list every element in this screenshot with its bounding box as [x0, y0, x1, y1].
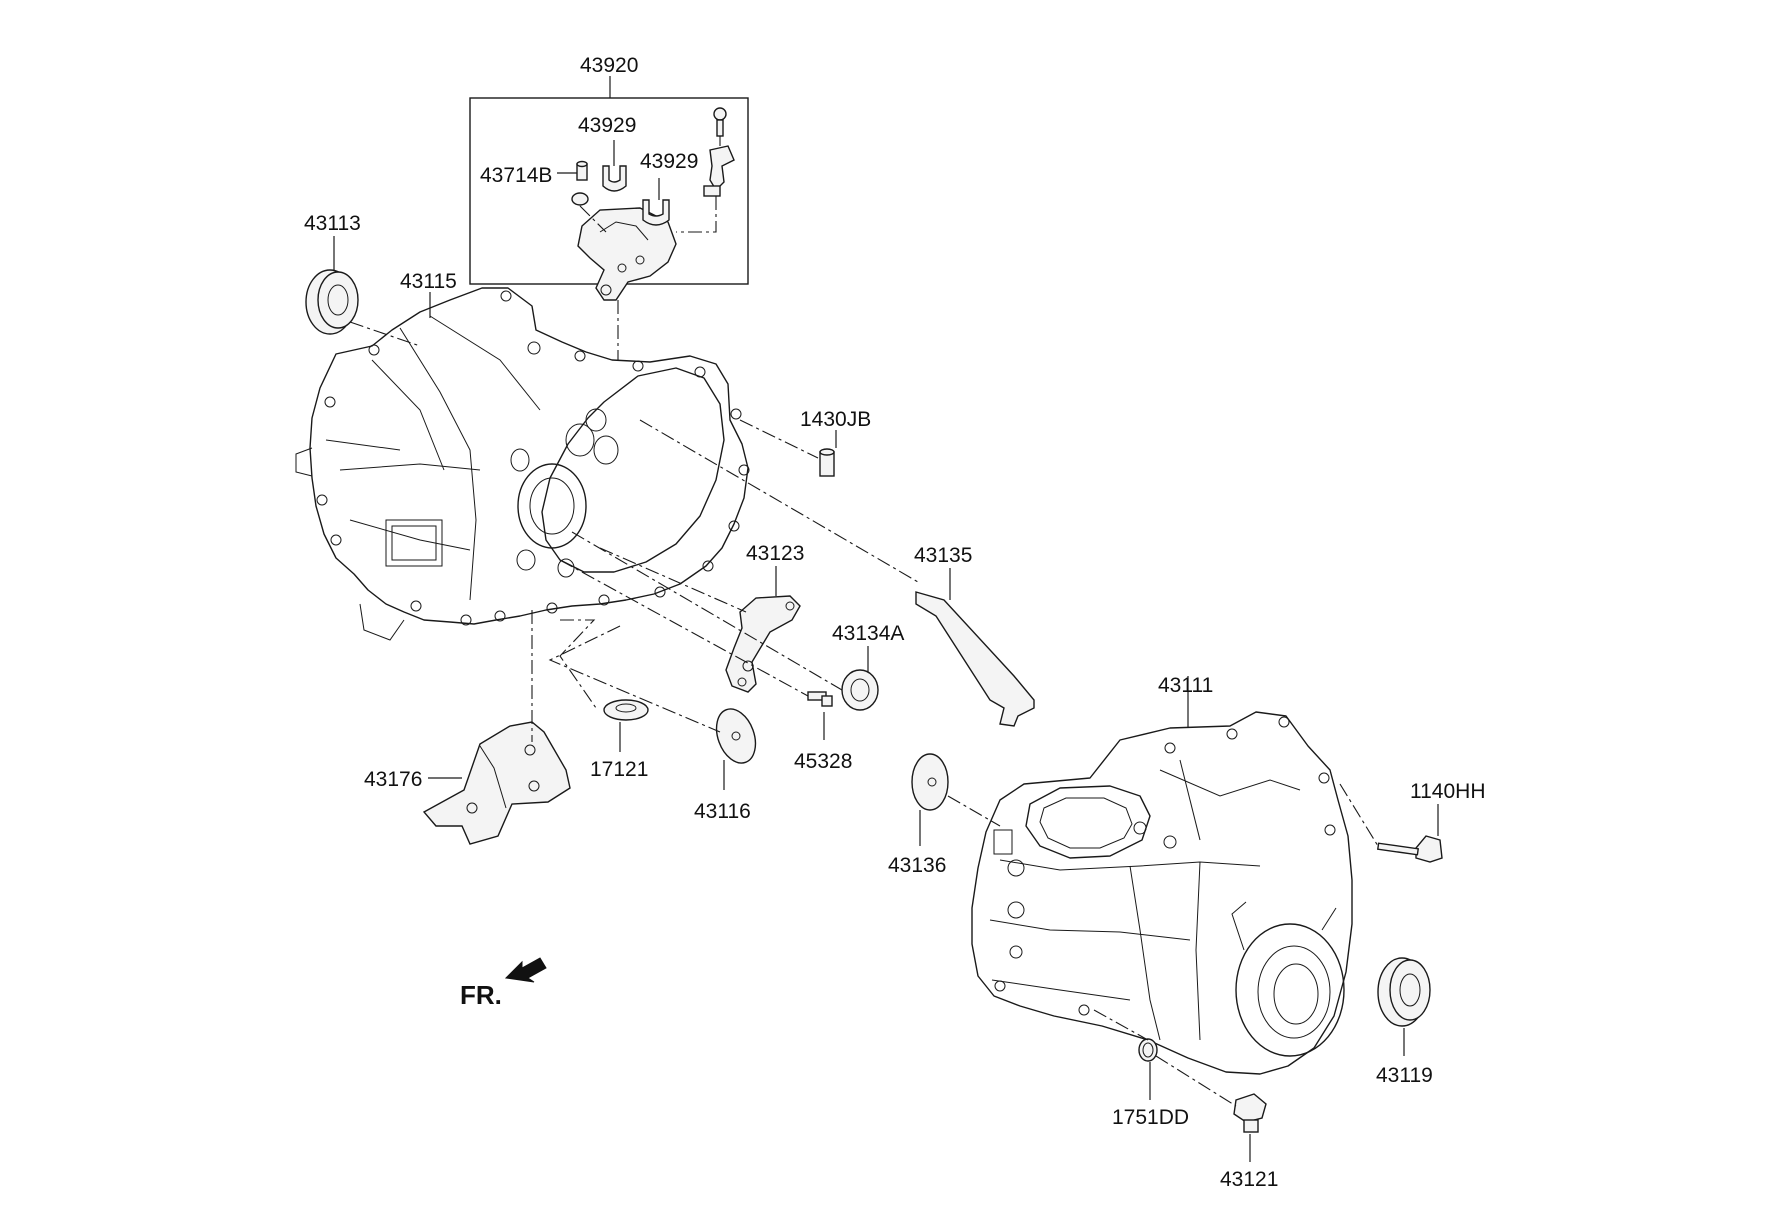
dowel-pin-1430jb: [739, 419, 837, 477]
label-1140hh: 1140HH: [1410, 780, 1486, 803]
oil-seal-43113: [305, 236, 421, 347]
label-43136: 43136: [888, 854, 946, 877]
washer-17121: [559, 619, 649, 752]
bolt-1140hh: [1339, 783, 1443, 863]
label-1430jb: 1430JB: [800, 408, 871, 431]
label-43135: 43135: [914, 544, 972, 567]
transmission-case-43111: [971, 676, 1353, 1075]
clutch-housing-43115: [295, 287, 750, 641]
guide-rod-43135: [915, 568, 1035, 727]
label-43714b: 43714B: [480, 164, 552, 187]
label-43929-right: 43929: [640, 150, 698, 173]
label-45328: 45328: [794, 750, 852, 773]
part-number-labels: 43920 43929 43929 43714B 43113 43115 143…: [304, 54, 1486, 1191]
label-43115: 43115: [400, 270, 457, 293]
front-direction-indicator: FR.: [460, 957, 547, 1010]
pin-45328: [559, 559, 833, 740]
label-43116: 43116: [694, 800, 751, 823]
label-17121: 17121: [590, 758, 648, 781]
cover-plate-43116: [548, 625, 757, 790]
label-43113: 43113: [304, 212, 361, 235]
label-43119: 43119: [1376, 1064, 1433, 1087]
label-43920: 43920: [580, 54, 638, 77]
oil-seal-43119: [1377, 957, 1431, 1056]
label-43123: 43123: [746, 542, 804, 565]
o-ring-1751dd: [1093, 1009, 1158, 1100]
label-1751dd: 1751DD: [1112, 1106, 1189, 1129]
mount-bracket-43176: [422, 610, 571, 845]
label-43176: 43176: [364, 768, 422, 791]
front-arrow-icon: [504, 957, 547, 983]
oil-seal-43134a: [571, 531, 879, 711]
label-43111: 43111: [1158, 674, 1213, 697]
label-43121: 43121: [1220, 1168, 1278, 1191]
label-43929-left: 43929: [578, 114, 636, 137]
bracket-assembly-group: [469, 76, 749, 360]
label-43134a: 43134A: [832, 622, 904, 645]
front-direction-label: FR.: [460, 980, 502, 1010]
plate-43136: [911, 753, 1001, 846]
drain-plug-43121: [1155, 1055, 1267, 1162]
